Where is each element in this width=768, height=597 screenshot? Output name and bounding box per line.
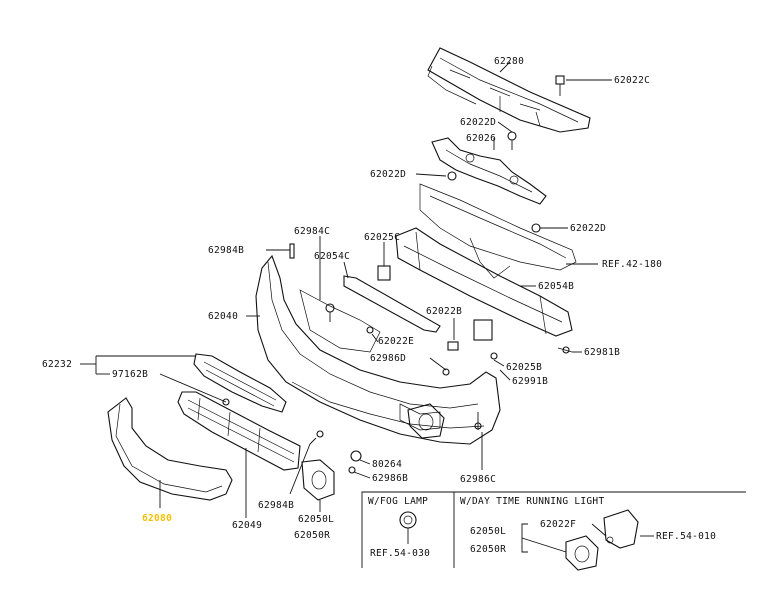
part-62050-bezel — [301, 459, 335, 501]
label-62981b: 62981B — [584, 347, 620, 358]
label-62022d-c: 62022D — [570, 223, 606, 234]
label-fog-title: W/FOG LAMP — [368, 496, 428, 507]
label-62040: 62040 — [208, 311, 238, 322]
label-62050l: 62050L — [298, 514, 334, 525]
part-62080-garnish-frame — [107, 397, 233, 501]
part-62232-upper-grille — [193, 353, 287, 413]
label-97162b: 97162B — [112, 369, 148, 380]
label-62054b: 62054B — [538, 281, 574, 292]
label-62984b: 62984B — [208, 245, 244, 256]
label-62026: 62026 — [466, 133, 496, 144]
label-62049: 62049 — [232, 520, 262, 531]
label-62280: 62280 — [494, 56, 524, 67]
label-ref42: REF.42-180 — [602, 259, 662, 270]
label-ref54-030: REF.54-030 — [370, 548, 430, 559]
label-62232: 62232 — [42, 359, 72, 370]
label-62022f: 62022F — [540, 519, 576, 530]
label-62991b: 62991B — [512, 376, 548, 387]
label-62986d: 62986D — [370, 353, 406, 364]
label-62054c: 62054C — [314, 251, 350, 262]
fasteners — [222, 75, 573, 474]
leader-lines — [80, 61, 612, 518]
label-62080-highlighted: 62080 — [142, 513, 172, 524]
part-62049-lower-grille — [177, 391, 301, 471]
label-62986c: 62986C — [460, 474, 496, 485]
label-62986b: 62986B — [372, 473, 408, 484]
labels: 62280 62022C 62022D 62026 62022D 62022D … — [42, 56, 716, 559]
inset-drl-parts — [521, 509, 654, 571]
label-62022b: 62022B — [426, 306, 462, 317]
label-62022d-b: 62022D — [370, 169, 406, 180]
part-fog-lamp-bezel-right — [407, 403, 445, 439]
label-62050l-inset: 62050L — [470, 526, 506, 537]
label-62025b: 62025B — [506, 362, 542, 373]
part-62054c-strip — [343, 275, 441, 333]
part-62040-bumper-face — [255, 254, 501, 445]
label-drl-title: W/DAY TIME RUNNING LIGHT — [460, 496, 604, 507]
label-62022e: 62022E — [378, 336, 414, 347]
inset-frames — [361, 491, 746, 568]
label-62022c: 62022C — [614, 75, 650, 86]
label-62984c: 62984C — [294, 226, 330, 237]
label-62022d-a: 62022D — [460, 117, 496, 128]
label-62050r-inset: 62050R — [470, 544, 506, 555]
label-62984b-lower: 62984B — [258, 500, 294, 511]
part-upper-beam-ref42 — [419, 183, 577, 279]
label-62050r: 62050R — [294, 530, 330, 541]
part-62054b-reinforcement — [395, 227, 573, 337]
part-62026-bracket — [431, 137, 547, 205]
part-62280-undercover — [427, 47, 591, 133]
label-62025c: 62025C — [364, 232, 400, 243]
label-80264: 80264 — [372, 459, 402, 470]
label-ref54-010: REF.54-010 — [656, 531, 716, 542]
inset-fog-lamp-part — [399, 511, 417, 544]
